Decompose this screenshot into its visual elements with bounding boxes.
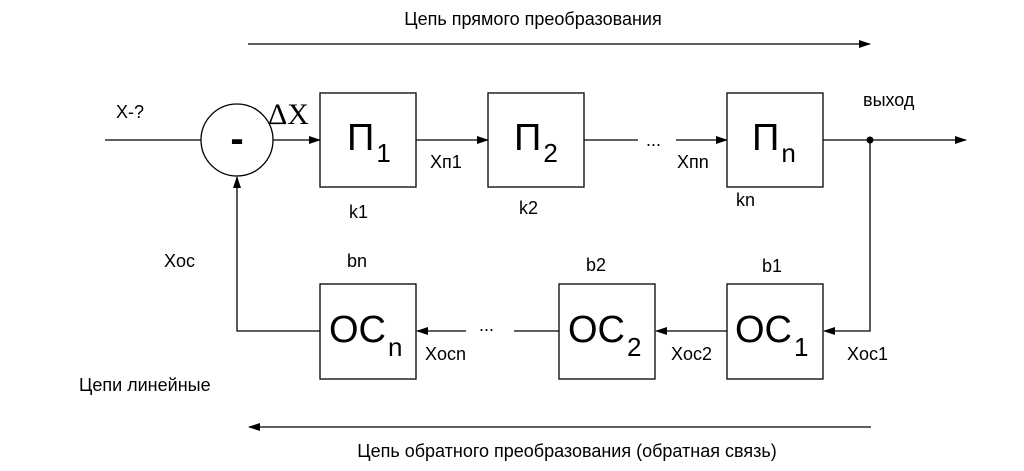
output-label: выход xyxy=(863,90,915,110)
coef-b2: b2 xyxy=(586,255,606,275)
coef-kn: kn xyxy=(736,190,755,210)
coef-bn: bn xyxy=(347,251,367,271)
feedback-ellipsis: ... xyxy=(479,315,494,335)
forward-block-p2-label: П2 xyxy=(514,117,558,168)
feedback-block-oc2 xyxy=(558,283,656,380)
delta-x-label: ΔX xyxy=(268,98,309,131)
signal-xp1: Xп1 xyxy=(430,152,462,172)
feedback-takeoff-line xyxy=(823,140,871,335)
linear-circuits-note: Цепи линейные xyxy=(79,375,211,395)
feedback-signal-label: Xoc xyxy=(164,251,195,271)
comparator-minus-sign: - xyxy=(230,117,243,161)
forward-ellipsis: ... xyxy=(646,130,661,150)
forward-chain-title: Цепь прямого преобразования xyxy=(404,9,661,29)
feedback-return-line xyxy=(233,176,320,332)
forward-block-pn-label: Пn xyxy=(752,117,796,168)
coef-k1: k1 xyxy=(349,202,368,222)
feedback-block-oc1 xyxy=(726,283,824,380)
signal-xpn: Xпn xyxy=(677,152,709,172)
input-label: X-? xyxy=(116,102,144,122)
forward-block-p2 xyxy=(487,92,585,188)
signal-xoc1: Xoc1 xyxy=(847,344,888,364)
feedback-chain-title: Цепь обратного преобразования (обратная … xyxy=(357,441,776,461)
forward-block-p1 xyxy=(319,92,417,188)
feedback-block-oc1-label: OC1 xyxy=(735,309,808,362)
feedback-block-ocn-label: OCn xyxy=(329,309,402,362)
signal-xocn: Xocn xyxy=(425,344,466,364)
coef-k2: k2 xyxy=(519,198,538,218)
signal-xoc2: Xoc2 xyxy=(671,344,712,364)
coef-b1: b1 xyxy=(762,256,782,276)
feedback-block-oc2-label: OC2 xyxy=(568,309,641,362)
feedback-block-ocn xyxy=(319,283,417,380)
forward-block-p1-label: П1 xyxy=(347,117,391,168)
